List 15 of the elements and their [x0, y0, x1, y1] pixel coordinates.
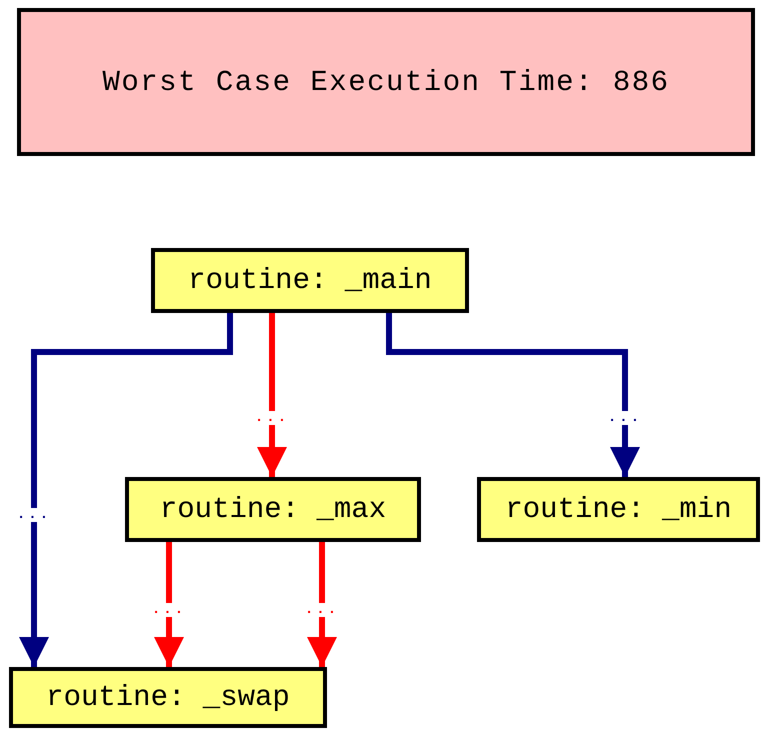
call-arrow — [386, 313, 640, 477]
call-arrow — [257, 313, 287, 477]
routine-box — [477, 477, 760, 542]
call-arrow — [307, 542, 337, 667]
title-text: Worst Case Execution Time: 886 — [102, 66, 670, 98]
routine-label: routine: _main — [188, 264, 432, 297]
call-arrow — [19, 313, 233, 667]
routine-box — [9, 667, 327, 728]
routine-label: routine: _max — [160, 493, 386, 526]
title-box — [17, 8, 755, 156]
routine-label: routine: _min — [505, 493, 732, 526]
routine-box — [151, 248, 469, 313]
call-arrow — [154, 542, 184, 667]
routine-box — [125, 477, 421, 542]
routine-label: routine: _swap — [46, 681, 290, 714]
